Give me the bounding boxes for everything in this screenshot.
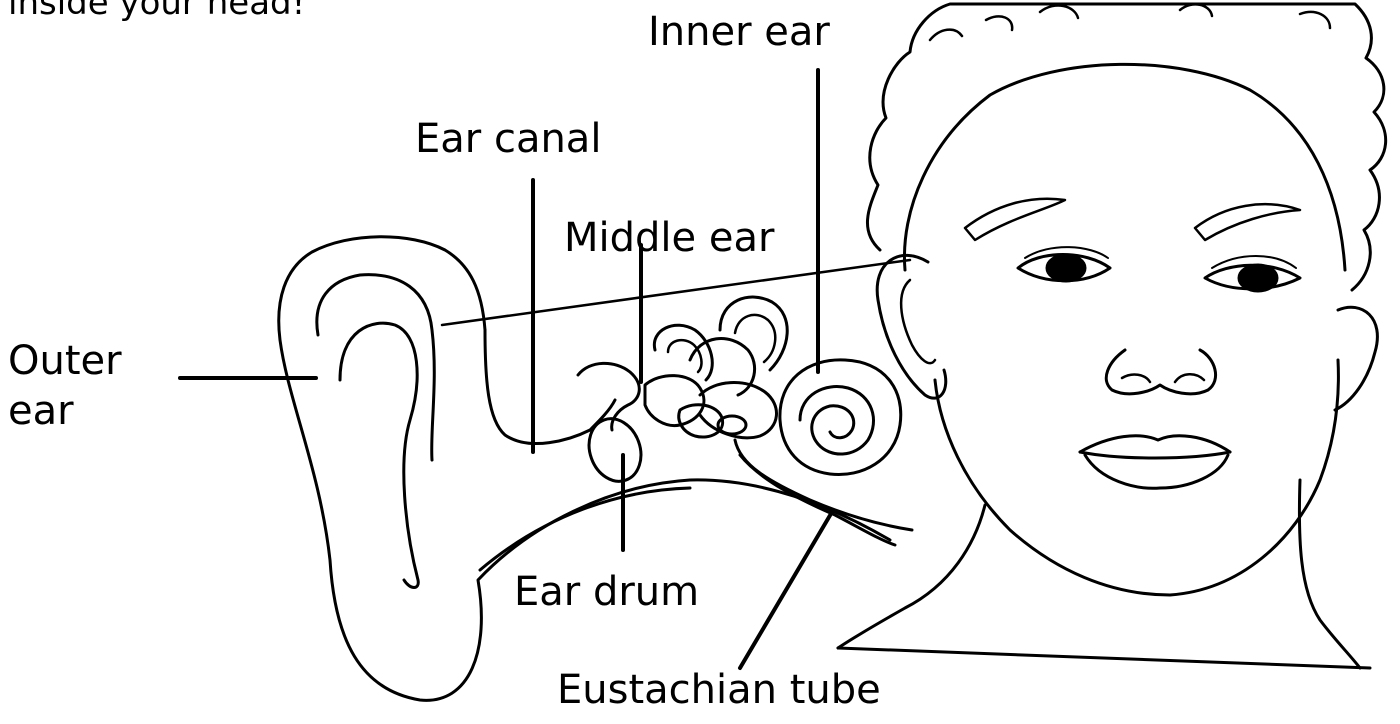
label-eustachian-tube: Eustachian tube xyxy=(557,668,881,712)
ossicle-anvil xyxy=(645,376,704,426)
upper-lip xyxy=(1080,436,1230,452)
label-ear-drum: Ear drum xyxy=(514,570,699,614)
label-inner-ear: Inner ear xyxy=(648,10,830,54)
neck-right xyxy=(1299,480,1360,668)
cochlea-outer xyxy=(780,360,901,475)
head-illustration xyxy=(838,4,1386,668)
middle-inner-ear-illustration xyxy=(578,297,912,545)
cochlea-spiral xyxy=(800,387,874,454)
pointer-head-to-ear xyxy=(442,260,910,325)
outer-ear-antihelix xyxy=(340,323,418,587)
left-eye-iris xyxy=(1047,255,1085,281)
nose xyxy=(1106,350,1215,394)
shoulder-line xyxy=(838,648,1370,668)
vestibule xyxy=(700,383,776,438)
lip-line xyxy=(1080,452,1230,458)
label-middle-ear: Middle ear xyxy=(564,216,774,260)
pointer-eustachian-tube xyxy=(740,512,832,668)
label-outer-ear-line2: ear xyxy=(8,386,122,436)
eustachian-tube-shape-lower xyxy=(740,455,895,545)
nostril-right xyxy=(1175,374,1204,382)
face-left-ear-inner xyxy=(901,280,935,363)
semicircular-canal-1-inner xyxy=(668,340,701,372)
hair-curls xyxy=(930,4,1330,40)
label-outer-ear: Outer ear xyxy=(8,336,122,436)
semicircular-canal-1 xyxy=(654,325,712,380)
lower-lip xyxy=(1085,455,1228,488)
face-outline xyxy=(935,360,1338,595)
ear-drum-shape xyxy=(581,411,650,488)
intro-text: inside your head! xyxy=(8,0,305,22)
face-right-ear xyxy=(1335,307,1377,410)
right-eye-iris xyxy=(1239,265,1277,291)
canal-floor xyxy=(480,488,690,570)
label-ear-canal: Ear canal xyxy=(415,117,601,161)
nostril-left xyxy=(1122,375,1150,382)
right-eyebrow xyxy=(1195,204,1300,240)
semicircular-canal-2-inner xyxy=(735,315,775,362)
label-outer-ear-line1: Outer xyxy=(8,336,122,386)
hair-inner-edge xyxy=(904,64,1345,270)
neck-left xyxy=(838,505,985,648)
left-eyebrow xyxy=(965,199,1065,240)
